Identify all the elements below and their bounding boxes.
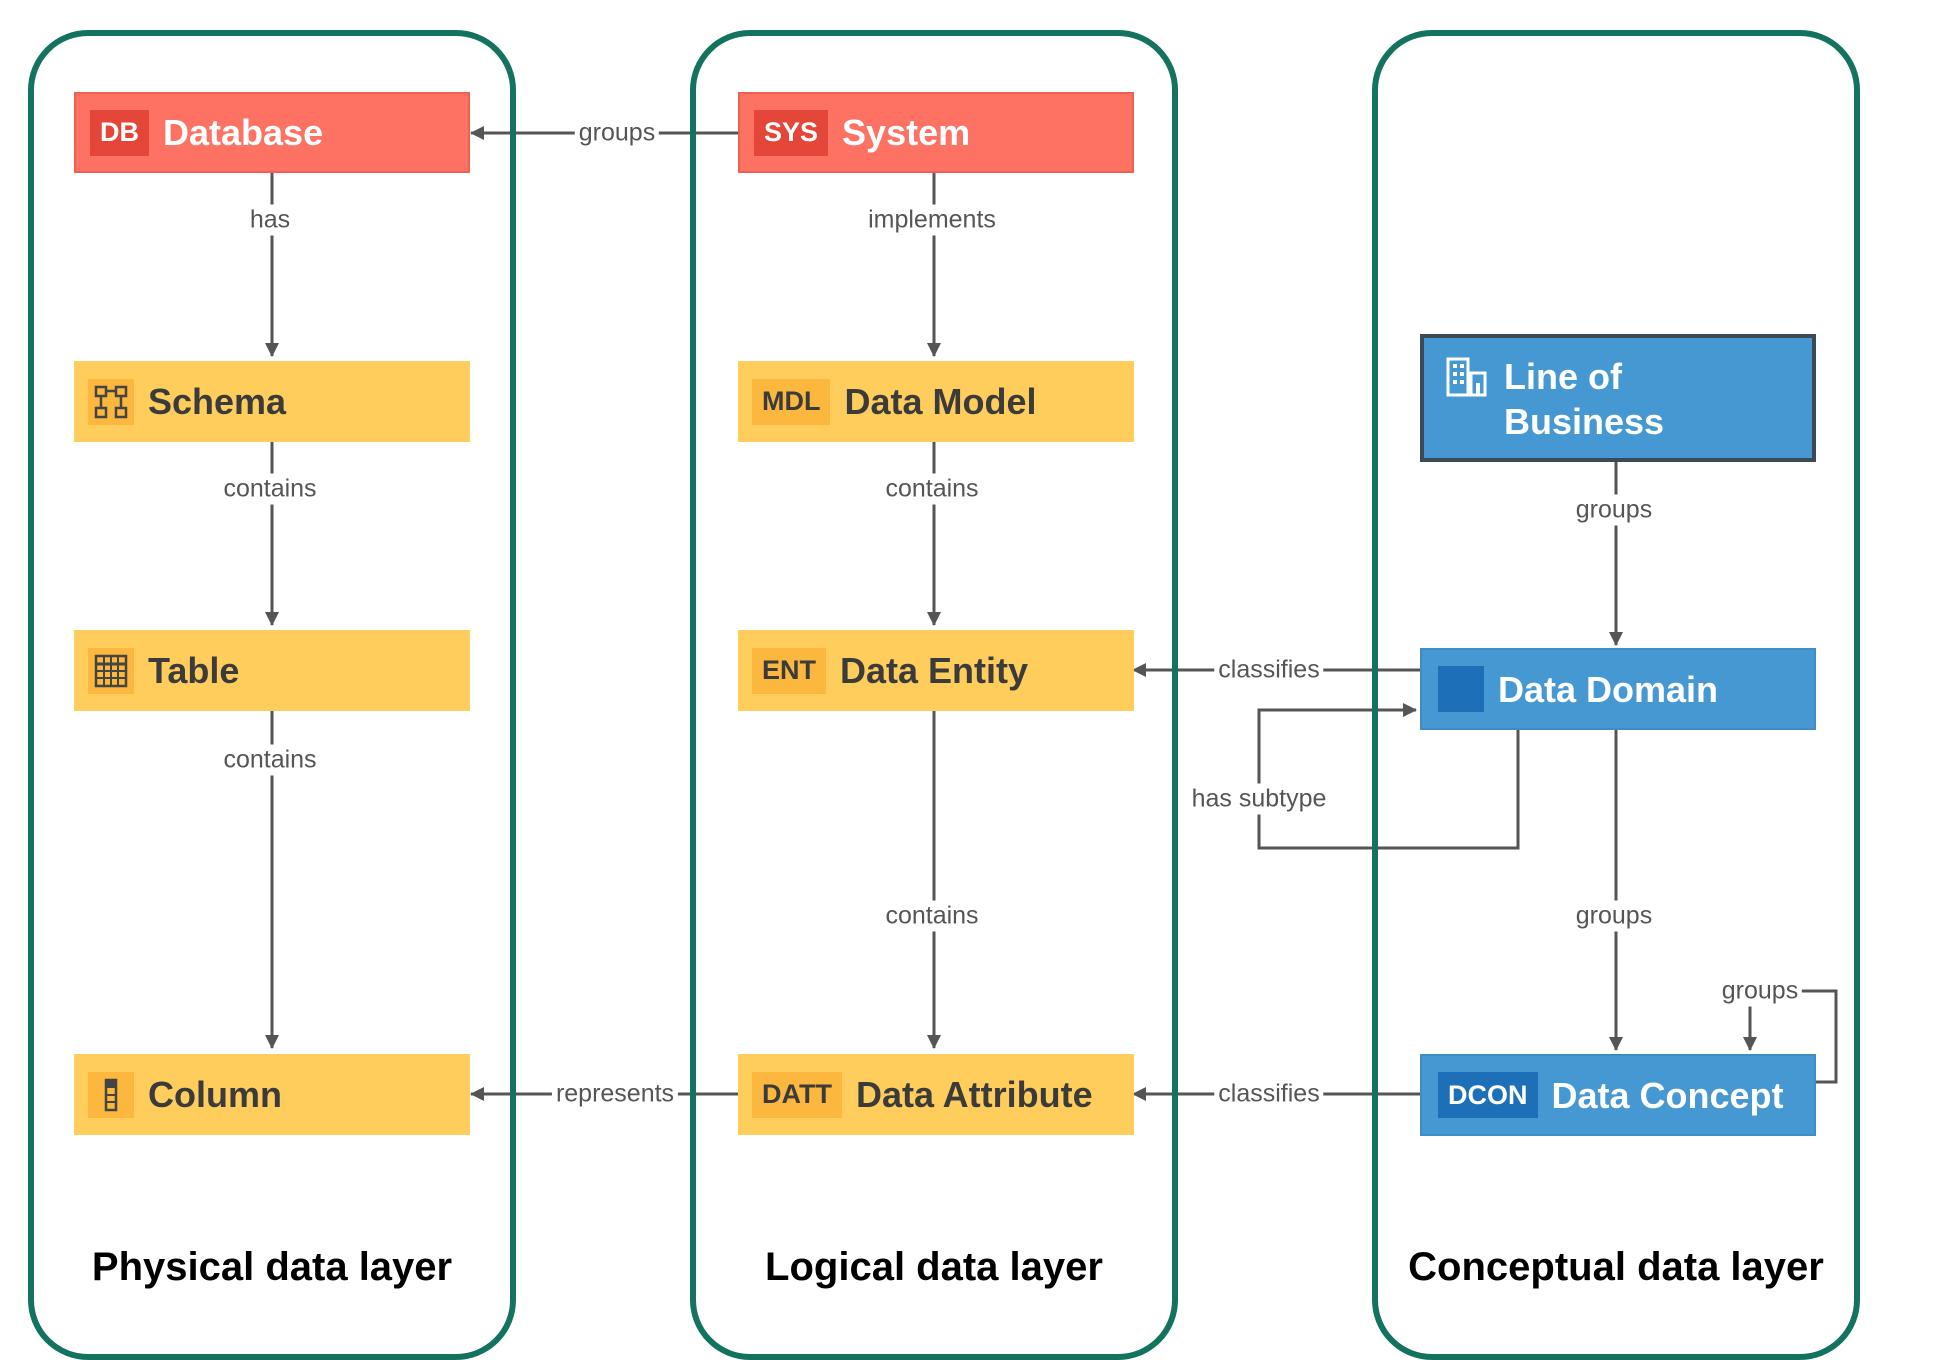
data-concept-node[interactable]: DCON Data Concept xyxy=(1420,1054,1816,1136)
line-of-business-node[interactable]: Line of Business xyxy=(1420,334,1816,462)
mdl-badge: MDL xyxy=(752,378,831,425)
system-node[interactable]: SYS System xyxy=(738,92,1134,173)
table-node[interactable]: Table xyxy=(74,630,470,711)
data-concept-label: Data Concept xyxy=(1551,1074,1784,1116)
database-node[interactable]: DB Database xyxy=(74,92,470,173)
domain-square-icon xyxy=(1438,666,1484,712)
edge-label-domain-subtype: has subtype xyxy=(1187,783,1331,815)
column-label: Column xyxy=(148,1074,282,1115)
edge-domain-subtype xyxy=(1257,703,1520,850)
physical-layer-title: Physical data layer xyxy=(91,1245,453,1289)
column-node[interactable]: Column xyxy=(74,1054,470,1135)
conceptual-layer-title: Conceptual data layer xyxy=(1408,1245,1824,1289)
edge-label-lob-domain: groups xyxy=(1571,494,1657,526)
schema-icon xyxy=(88,378,134,425)
table-label: Table xyxy=(148,650,240,691)
data-domain-node[interactable]: Data Domain xyxy=(1420,648,1816,730)
edge-label-domain-entity: classifies xyxy=(1214,654,1324,686)
conceptual-layer-frame: Conceptual data layer xyxy=(1372,30,1860,1360)
schema-node[interactable]: Schema xyxy=(74,361,470,442)
edge-concept-self xyxy=(1743,989,1838,1084)
edge-label-system-database: groups xyxy=(574,117,660,149)
edge-label-database-schema: has xyxy=(245,204,295,236)
data-model-node[interactable]: MDL Data Model xyxy=(738,361,1134,442)
edge-label-entity-attribute: contains xyxy=(881,900,983,932)
dcon-badge: DCON xyxy=(1438,1072,1538,1118)
edge-label-model-entity: contains xyxy=(881,473,983,505)
database-label: Database xyxy=(163,112,324,153)
data-entity-label: Data Entity xyxy=(840,650,1029,691)
edge-label-system-model: implements xyxy=(864,204,1000,236)
data-domain-label: Data Domain xyxy=(1498,668,1719,710)
table-grid-icon xyxy=(88,647,134,694)
logical-layer-title: Logical data layer xyxy=(765,1245,1103,1289)
building-icon xyxy=(1444,354,1490,400)
ent-badge: ENT xyxy=(752,647,826,694)
column-icon xyxy=(88,1071,134,1118)
data-model-label: Data Model xyxy=(844,381,1037,422)
edge-label-concept-attribute: classifies xyxy=(1214,1078,1324,1110)
edge-label-concept-self: groups xyxy=(1717,975,1803,1007)
db-badge: DB xyxy=(90,109,149,156)
edge-label-domain-concept: groups xyxy=(1571,900,1657,932)
edge-label-schema-table: contains xyxy=(219,473,321,505)
data-attribute-label: Data Attribute xyxy=(855,1074,1093,1115)
edge-label-attribute-column: represents xyxy=(551,1078,679,1110)
edge-label-table-column: contains xyxy=(219,744,321,776)
data-entity-node[interactable]: ENT Data Entity xyxy=(738,630,1134,711)
data-attribute-node[interactable]: DATT Data Attribute xyxy=(738,1054,1134,1135)
system-label: System xyxy=(842,112,971,153)
sys-badge: SYS xyxy=(754,109,829,156)
datt-badge: DATT xyxy=(752,1071,842,1118)
line-of-business-label: Line of Business xyxy=(1504,356,1665,442)
schema-label: Schema xyxy=(148,381,287,422)
